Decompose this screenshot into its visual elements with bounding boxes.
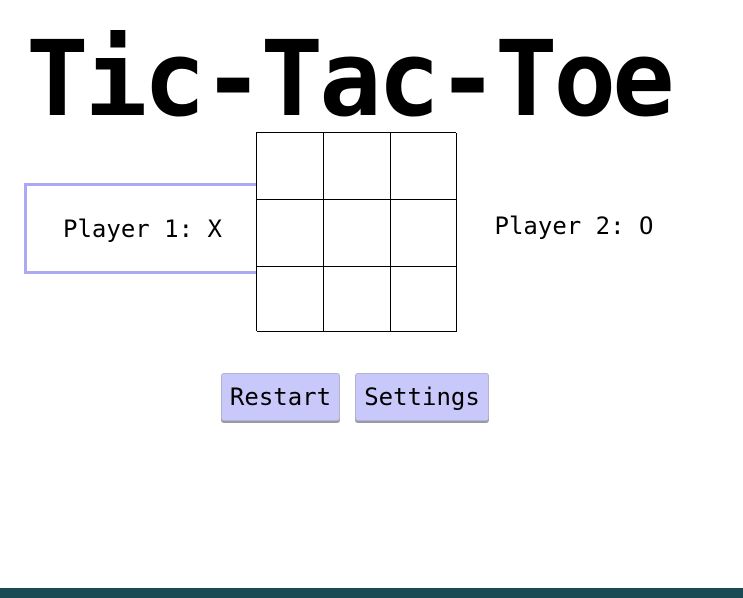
player-1-label: Player 1: X: [63, 214, 222, 243]
board-cell-6[interactable]: [391, 200, 457, 267]
board-cell-9[interactable]: [391, 267, 457, 332]
board-cell-7[interactable]: [257, 267, 324, 332]
board-cell-3[interactable]: [391, 133, 457, 200]
player-1-indicator: Player 1: X: [24, 183, 261, 274]
board-cell-1[interactable]: [257, 133, 324, 200]
game-title: Tic-Tac-Toe: [26, 18, 675, 140]
restart-button[interactable]: Restart: [221, 373, 340, 421]
board-cell-8[interactable]: [324, 267, 391, 332]
game-board: [256, 132, 457, 332]
board-cell-2[interactable]: [324, 133, 391, 200]
settings-button[interactable]: Settings: [355, 373, 489, 421]
board-cell-4[interactable]: [257, 200, 324, 267]
bottom-bar: [0, 588, 743, 598]
player-2-indicator: Player 2: O: [482, 202, 666, 250]
player-2-label: Player 2: O: [494, 212, 654, 240]
board-cell-5[interactable]: [324, 200, 391, 267]
